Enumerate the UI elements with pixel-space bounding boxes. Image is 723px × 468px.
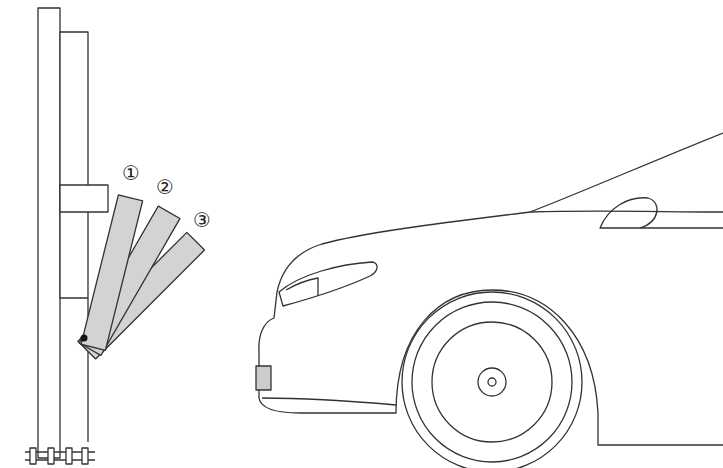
callout-number: ① [122,163,140,183]
pivot [81,335,88,342]
car [256,133,723,468]
paddles [78,195,205,359]
callout-number: ② [156,177,174,197]
callout-number: ③ [193,210,211,230]
pole [25,8,108,464]
paddle-1 [81,195,143,350]
